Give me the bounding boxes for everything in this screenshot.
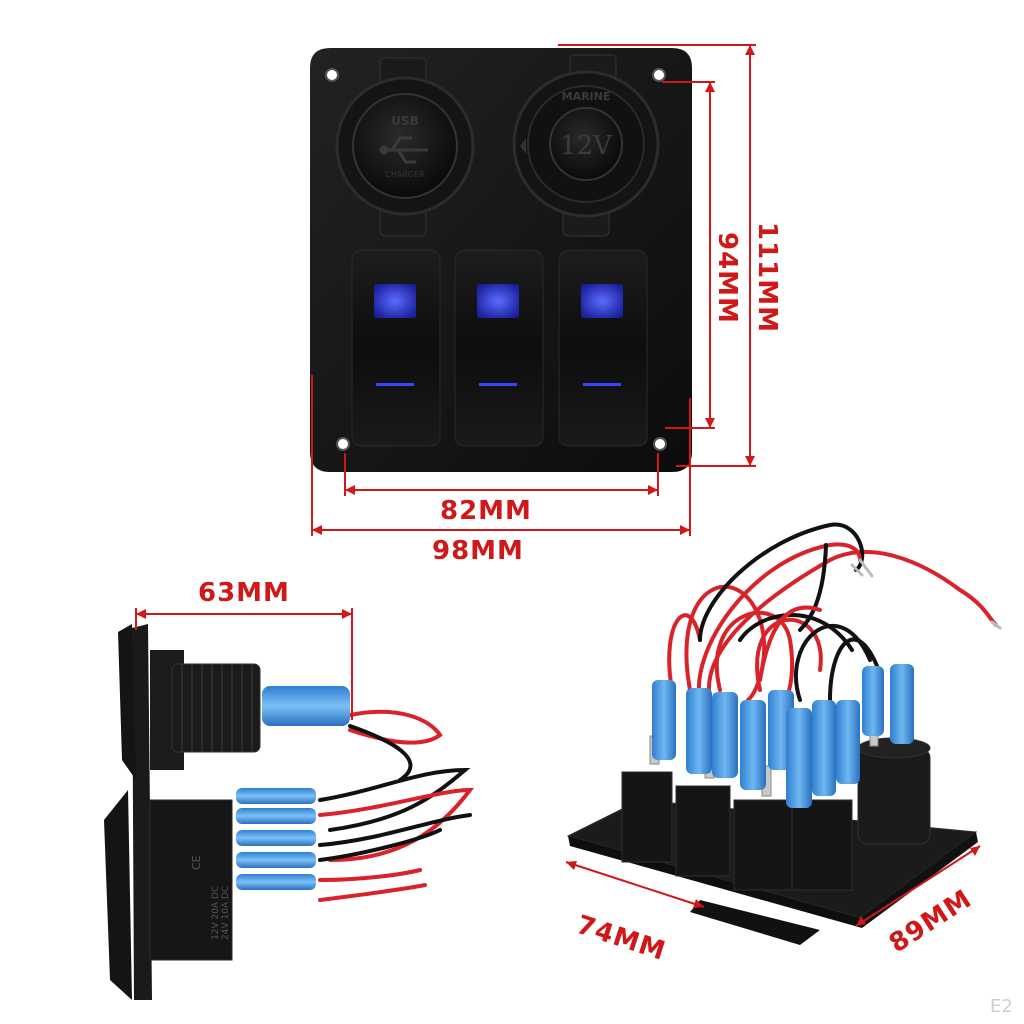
dimension-label-111mm: 111MM (752, 222, 782, 334)
rear-switch-body (621, 771, 673, 863)
switch-marking-line1: 12V 20A DC (211, 886, 221, 940)
rocker-switch (558, 249, 648, 447)
dimension-lines-side (135, 608, 353, 720)
side-cap-bottom (104, 790, 132, 1000)
rear-view (566, 522, 1002, 945)
rocker-switch (454, 249, 544, 447)
charger-label: CHARGER (385, 170, 425, 179)
mount-hole (653, 437, 667, 451)
dimension-lines-front (311, 44, 756, 536)
dimension-lines-rear (565, 845, 981, 927)
rear-switch-body (733, 799, 793, 891)
mount-hole (336, 437, 350, 451)
watermark: E2 (990, 996, 1013, 1017)
side-panel (132, 624, 152, 1000)
power-socket-12v: MARINE 12V (512, 54, 660, 237)
ce-mark: CE (190, 855, 203, 870)
side-socket-threaded (171, 663, 261, 753)
dimension-arrows-front (312, 45, 755, 535)
usb-symbol-icon (379, 136, 428, 164)
marine-label: MARINE (562, 90, 611, 103)
mount-hole (652, 68, 666, 82)
side-switch-body (149, 799, 233, 961)
triangle-icon (520, 138, 526, 154)
blue-terminal-group (652, 664, 914, 808)
mount-hole (325, 68, 339, 82)
rocker-switch (351, 249, 441, 447)
usb-label: USB (391, 114, 419, 128)
dimension-label-94mm: 94MM (712, 232, 742, 324)
dimension-label-82mm: 82MM (440, 496, 532, 526)
blue-terminal-group (236, 788, 316, 890)
side-view: 12V 20A DC 24V 10A DC CE (104, 624, 475, 1000)
rear-switch-body (791, 799, 853, 891)
dimension-label-98mm: 98MM (432, 536, 524, 566)
front-panel-view: USB CHARGER MARINE 12V (310, 48, 692, 472)
side-cap-top (118, 624, 136, 780)
usb-socket: USB CHARGER (335, 57, 475, 237)
rear-socket-body (857, 747, 931, 845)
socket-12v-label: 12V (560, 131, 613, 161)
switch-marking-line2: 24V 10A DC (221, 886, 231, 940)
dimension-label-63mm: 63MM (198, 578, 290, 608)
rear-switch-body (675, 785, 731, 877)
blue-terminal (262, 686, 350, 726)
